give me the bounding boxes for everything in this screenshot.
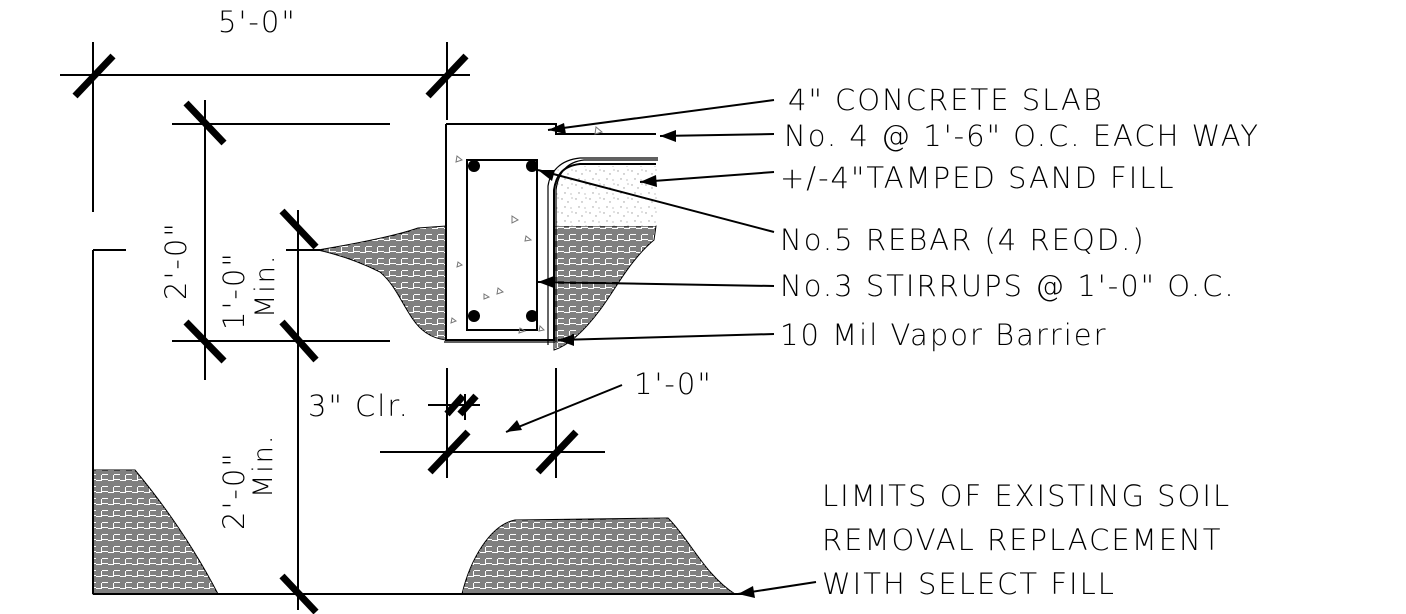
soil-hatch-bottom-center (461, 517, 737, 595)
dim-slab-depth: 1'-0" (217, 251, 251, 330)
dim-overall-height: 2'-0" (159, 221, 193, 300)
dim-excavation-depth: 2'-0" (217, 451, 251, 530)
callout-sand-fill: +/-4"TAMPED SAND FILL (780, 161, 1176, 195)
callout-beam-rebar: No.5 REBAR (4 REQD.) (780, 223, 1146, 257)
dim-slab-depth-note: Min. (250, 254, 281, 319)
concrete-section (444, 123, 658, 345)
dim-top-width: 5'-0" (218, 5, 297, 39)
callout-vapor-barrier: 10 Mil Vapor Barrier (780, 318, 1108, 352)
leader-lines (537, 99, 817, 598)
soil-hatch-bottom-left (92, 469, 219, 595)
callout-slab: 4" CONCRETE SLAB (788, 83, 1104, 117)
soil-hatch-beam (317, 225, 447, 341)
soil-note-line3: WITH SELECT FILL (822, 567, 1116, 601)
dim-clearance: 3" Clr. (308, 389, 410, 423)
soil-note-line2: REMOVAL REPLACEMENT (822, 523, 1222, 557)
callout-slab-rebar: No. 4 @ 1'-6" O.C. EACH WAY (784, 119, 1260, 153)
sand-fill (554, 166, 658, 226)
soil-note-line1: LIMITS OF EXISTING SOIL (822, 479, 1231, 513)
rebar-dot (468, 160, 480, 172)
rebar-dot (526, 160, 538, 172)
dim-extension: 1'-0" (634, 367, 713, 401)
rebar-dot (468, 310, 480, 322)
soil-hatch-right (553, 225, 657, 351)
rebar-dot (526, 310, 538, 322)
dim-excavation-depth-note: Min. (248, 434, 279, 499)
callout-stirrups: No.3 STIRRUPS @ 1'-0" O.C. (780, 269, 1236, 303)
